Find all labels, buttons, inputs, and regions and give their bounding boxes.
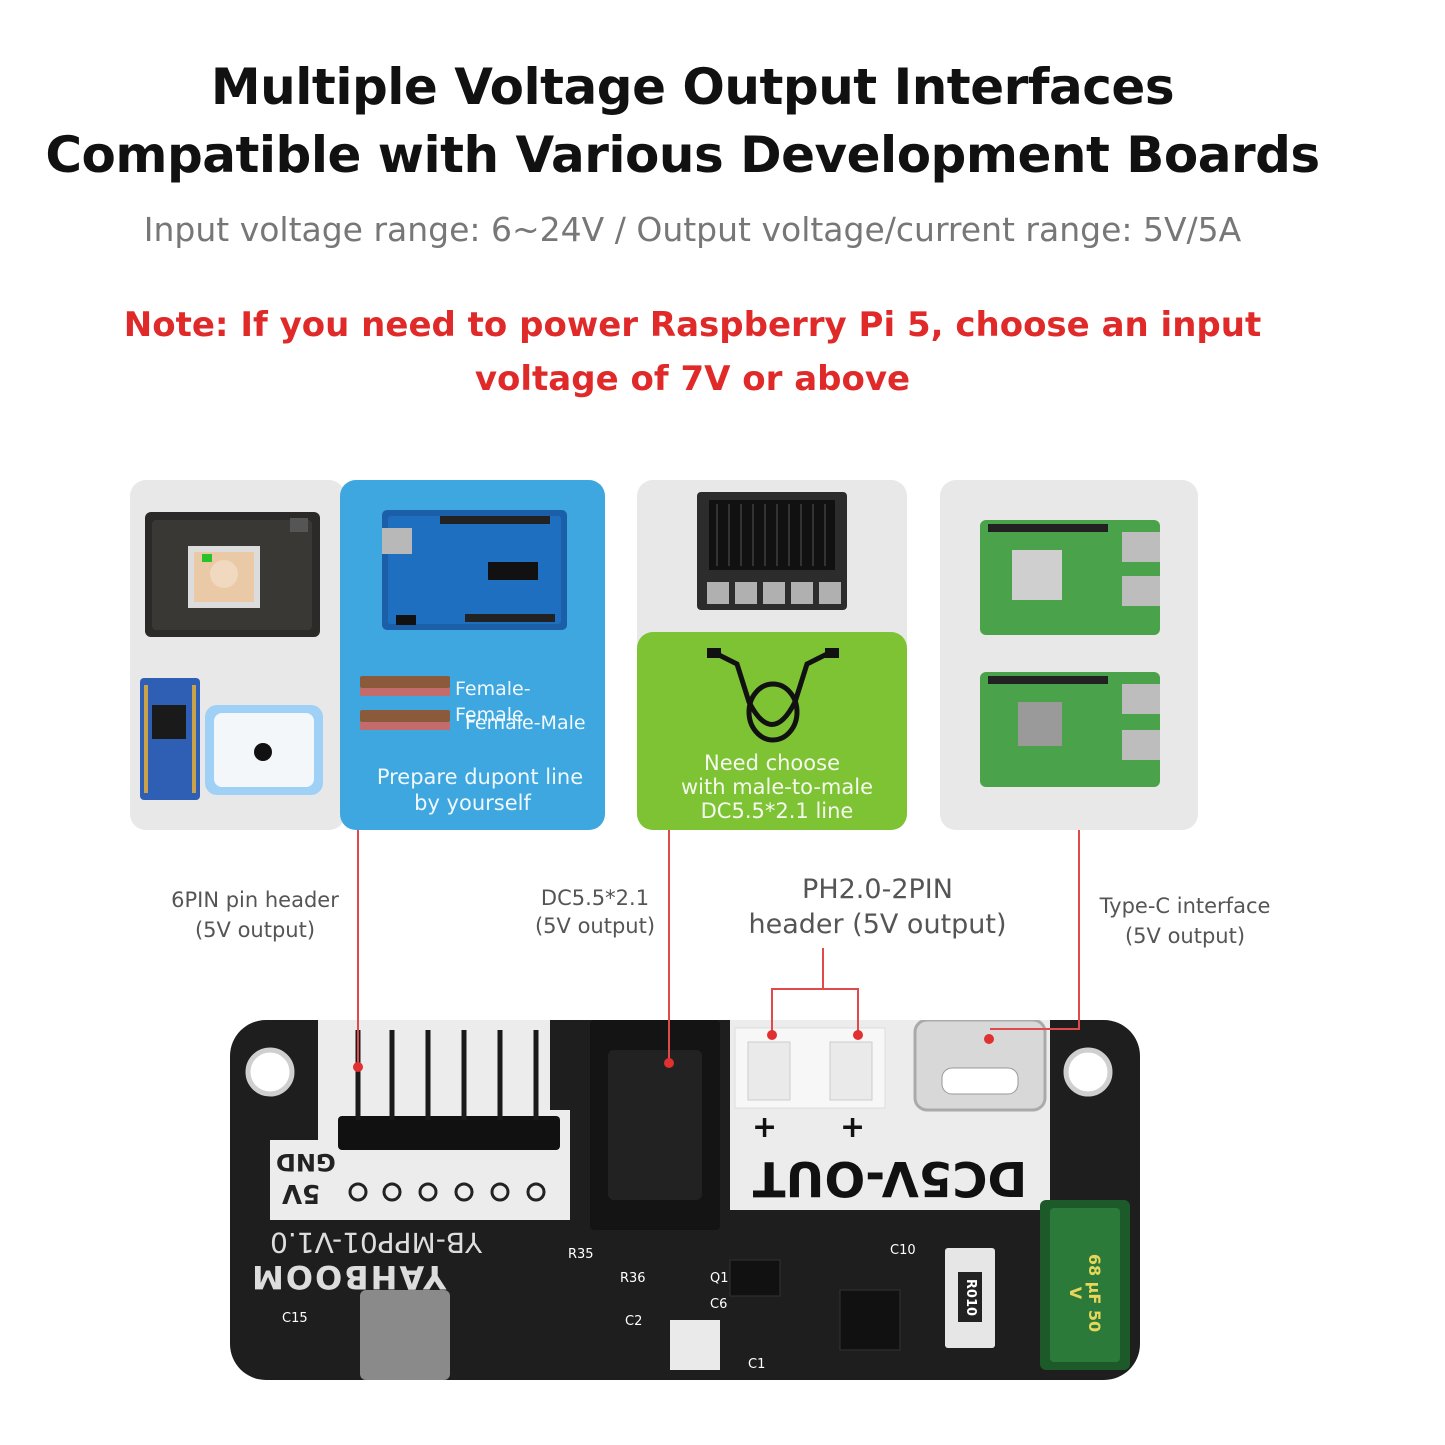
pin-label-5v: 5V [282,1178,321,1208]
silk-r35: R35 [568,1247,594,1262]
leader-dot-6pin [353,1062,363,1072]
plus-sign-2: + [840,1110,866,1145]
silk-r36: R36 [620,1271,646,1286]
silk-c15: C15 [282,1311,308,1326]
silk-q1: Q1 [710,1271,729,1286]
leader-dot-ph-right [853,1030,863,1040]
leader-line-ph-bar [771,988,859,990]
leader-line-ph-right [857,988,859,1034]
power-board: R35 R36 C15 C10 C2 Q1 C6 C1 5V GND + + D… [230,1018,1140,1380]
resistor-label: R010 [963,1278,979,1317]
leader-dot-dc [664,1058,674,1068]
leader-line-ph-stem [822,948,824,990]
green-card-text-2: with male-to-male [680,775,873,799]
leader-line-typec [1078,830,1080,1030]
note-line-1: Note: If you need to power Raspberry Pi … [123,305,1262,345]
title-line-1: Multiple Voltage Output Interfaces [210,58,1175,116]
blue-card-text-2: by yourself [414,791,531,815]
silk-brand: YAHBOOM [250,1258,447,1296]
card-arduino: Female-Female Female-Male Prepare dupont… [340,480,605,830]
plus-sign-1: + [752,1110,778,1145]
port-label-typec-2: (5V output) [1124,924,1246,948]
port-label-dc-2: (5V output) [534,914,656,938]
port-label-dc-1: DC5.5*2.1 [540,886,650,910]
leader-line-typec-h [990,1028,1080,1030]
silk-c6: C6 [710,1297,727,1312]
port-label-ph-2: header (5V output) [748,909,1007,940]
card-dc-cable: Need choose with male-to-male DC5.5*2.1 … [637,632,907,830]
raspberry-pi-illustration [980,520,1160,787]
silk-c1: C1 [748,1357,765,1372]
silk-c10: C10 [890,1243,916,1258]
camera-board-illustration [140,512,323,800]
blue-card-text-1: Prepare dupont line [376,765,584,789]
pin-label-gnd: GND [276,1148,336,1176]
leader-line-dc [668,830,670,1062]
leader-line-6pin [357,830,359,1066]
port-label-ph-1: PH2.0-2PIN [802,874,953,905]
silk-model: YB-MPP01-V1.0 [270,1226,483,1259]
green-card-text-1: Need choose [704,751,840,775]
cable-label-female-male: Female-Male [465,712,586,734]
card-raspberry-pi [940,480,1198,830]
leader-dot-typec [984,1034,994,1044]
title-line-2: Compatible with Various Development Boar… [45,126,1320,184]
leader-line-ph-left [771,988,773,1034]
capacitor-label: 68 μF 50 V [1066,1253,1104,1333]
jetson-illustration [697,492,847,610]
green-card-text-3: DC5.5*2.1 line [700,799,854,823]
note-line-2: voltage of 7V or above [474,359,911,399]
silk-c2: C2 [625,1314,642,1329]
power-board-illustration: R35 R36 C15 C10 C2 Q1 C6 C1 [230,1018,1140,1380]
subtitle: Input voltage range: 6~24V / Output volt… [143,210,1242,249]
arduino-illustration [360,510,567,730]
dc-cable-icon [707,648,839,743]
silk-dc5v-out: DC5V-OUT [752,1150,1028,1206]
port-label-6pin-2: (5V output) [194,918,316,942]
leader-dot-ph-left [767,1030,777,1040]
cable-label-female-female: Female-Female [455,678,531,726]
port-label-typec-1: Type-C interface [1099,894,1271,918]
port-label-6pin-1: 6PIN pin header [171,888,339,912]
card-camera-boards [130,480,345,830]
